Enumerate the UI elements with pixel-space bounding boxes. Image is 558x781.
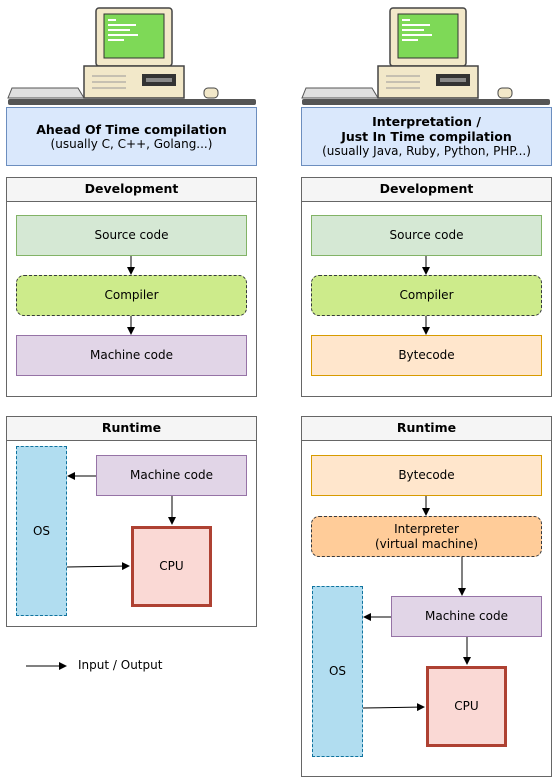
jit-title-line1: Interpretation / xyxy=(372,114,481,129)
aot-compiler: Compiler xyxy=(16,275,247,316)
legend-label: Input / Output xyxy=(78,658,163,672)
aot-cpu: CPU xyxy=(131,526,212,607)
arrow-jit-os-to-cpu xyxy=(362,703,425,712)
aot-runtime-header: Runtime xyxy=(7,417,256,441)
computer-icon-left xyxy=(7,7,256,105)
jit-title-box: Interpretation / Just In Time compilatio… xyxy=(301,107,552,166)
jit-os: OS xyxy=(312,586,363,757)
jit-development-header: Development xyxy=(302,178,551,202)
jit-interpreter-line1: Interpreter xyxy=(394,521,459,536)
aot-machine-code: Machine code xyxy=(16,335,247,376)
aot-development-header: Development xyxy=(7,178,256,202)
jit-compiler: Compiler xyxy=(311,275,542,316)
aot-title: Ahead Of Time compilation xyxy=(36,121,227,137)
jit-source-code: Source code xyxy=(311,215,542,256)
jit-bytecode: Bytecode xyxy=(311,335,542,376)
aot-runtime-machine-code: Machine code xyxy=(96,455,247,496)
computer-icon-right xyxy=(301,7,550,105)
jit-interpreter: Interpreter (virtual machine) xyxy=(311,516,542,557)
arrow-aot-os-to-cpu xyxy=(66,562,130,571)
aot-subtitle: (usually C, C++, Golang...) xyxy=(50,136,213,151)
jit-subtitle: (usually Java, Ruby, Python, PHP...) xyxy=(322,144,531,158)
jit-title-line2: Just In Time compilation xyxy=(341,129,512,144)
aot-title-box: Ahead Of Time compilation (usually C, C+… xyxy=(6,107,257,166)
jit-runtime-bytecode: Bytecode xyxy=(311,455,542,496)
jit-runtime-header: Runtime xyxy=(302,417,551,441)
aot-source-code: Source code xyxy=(16,215,247,256)
aot-os: OS xyxy=(16,446,67,616)
jit-runtime-machine-code: Machine code xyxy=(391,596,542,637)
jit-cpu: CPU xyxy=(426,666,507,747)
jit-interpreter-line2: (virtual machine) xyxy=(374,536,479,551)
